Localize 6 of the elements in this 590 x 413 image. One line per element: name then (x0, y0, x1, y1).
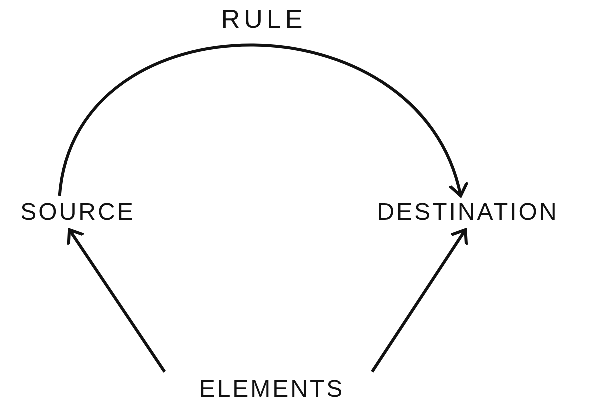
node-label: DESTINATION (377, 199, 559, 227)
arrow (58, 44, 467, 198)
arrow (371, 228, 468, 373)
arrow (67, 228, 166, 373)
node-label: SOURCE (20, 199, 136, 227)
node-label: ELEMENTS (199, 376, 345, 404)
